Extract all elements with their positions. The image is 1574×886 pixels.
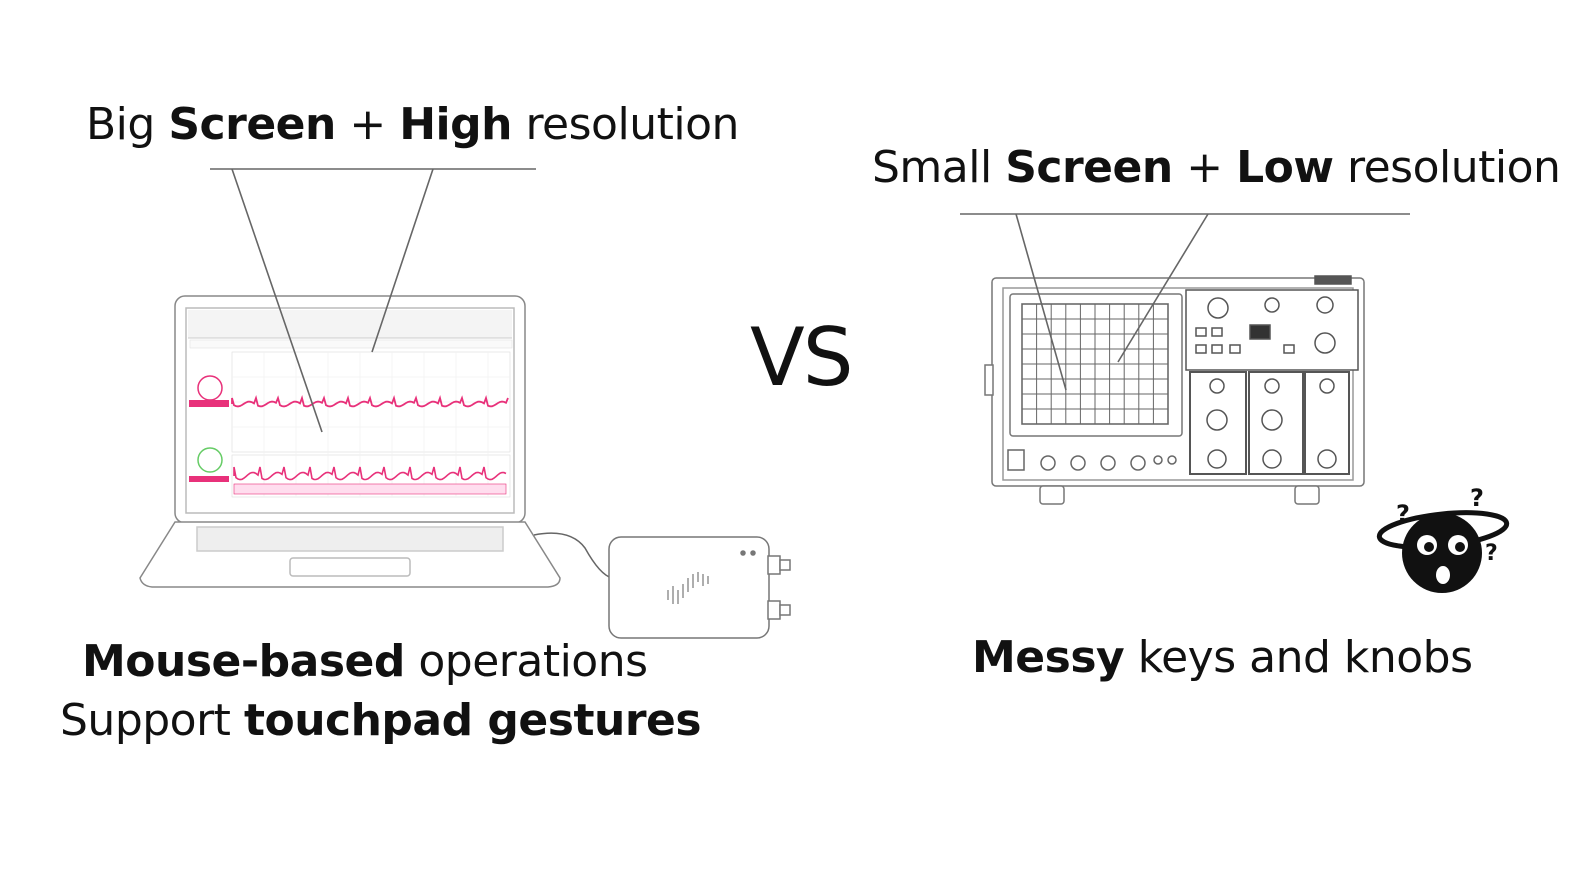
right-top-caption: Small Screen + Low resolution <box>872 146 1561 190</box>
caption-word: resolution <box>1346 142 1561 193</box>
caption-word-bold: touchpad gestures <box>243 695 702 746</box>
usb-cable <box>533 532 613 579</box>
caption-word-bold: Messy <box>972 632 1125 683</box>
caption-word-bold: Screen <box>168 99 336 150</box>
left-callout-lines <box>210 168 536 433</box>
caption-word-bold: Low <box>1236 142 1334 193</box>
svg-text:?: ? <box>1470 484 1484 512</box>
caption-word: Support <box>60 695 231 746</box>
caption-word-bold: High <box>399 99 512 150</box>
caption-word-bold: Mouse-based <box>82 636 405 687</box>
usb-scope-box-icon <box>608 536 791 639</box>
svg-text:?: ? <box>1485 541 1498 566</box>
left-bottom-caption-line1: Mouse-based operations <box>82 640 648 684</box>
caption-word-bold: Screen <box>1005 142 1173 193</box>
caption-word: operations <box>418 636 648 687</box>
caption-plus: + <box>1186 142 1223 193</box>
caption-word: resolution <box>525 99 739 150</box>
caption-word: Big <box>86 99 155 150</box>
oscilloscope-icon <box>984 275 1365 505</box>
svg-text:?: ? <box>1396 500 1410 528</box>
scope-app-screen <box>188 310 513 498</box>
right-callout-lines <box>960 213 1410 391</box>
caption-word: keys and knobs <box>1137 632 1473 683</box>
caption-word: Small <box>872 142 992 193</box>
vs-label: VS <box>750 311 854 404</box>
left-bottom-caption-line2: Support touchpad gestures <box>60 699 702 743</box>
left-top-caption: Big Screen + High resolution <box>86 103 739 147</box>
caption-plus: + <box>349 99 386 150</box>
right-bottom-caption: Messy keys and knobs <box>972 636 1473 680</box>
dizzy-face-icon: ? ? ? <box>1376 484 1510 593</box>
